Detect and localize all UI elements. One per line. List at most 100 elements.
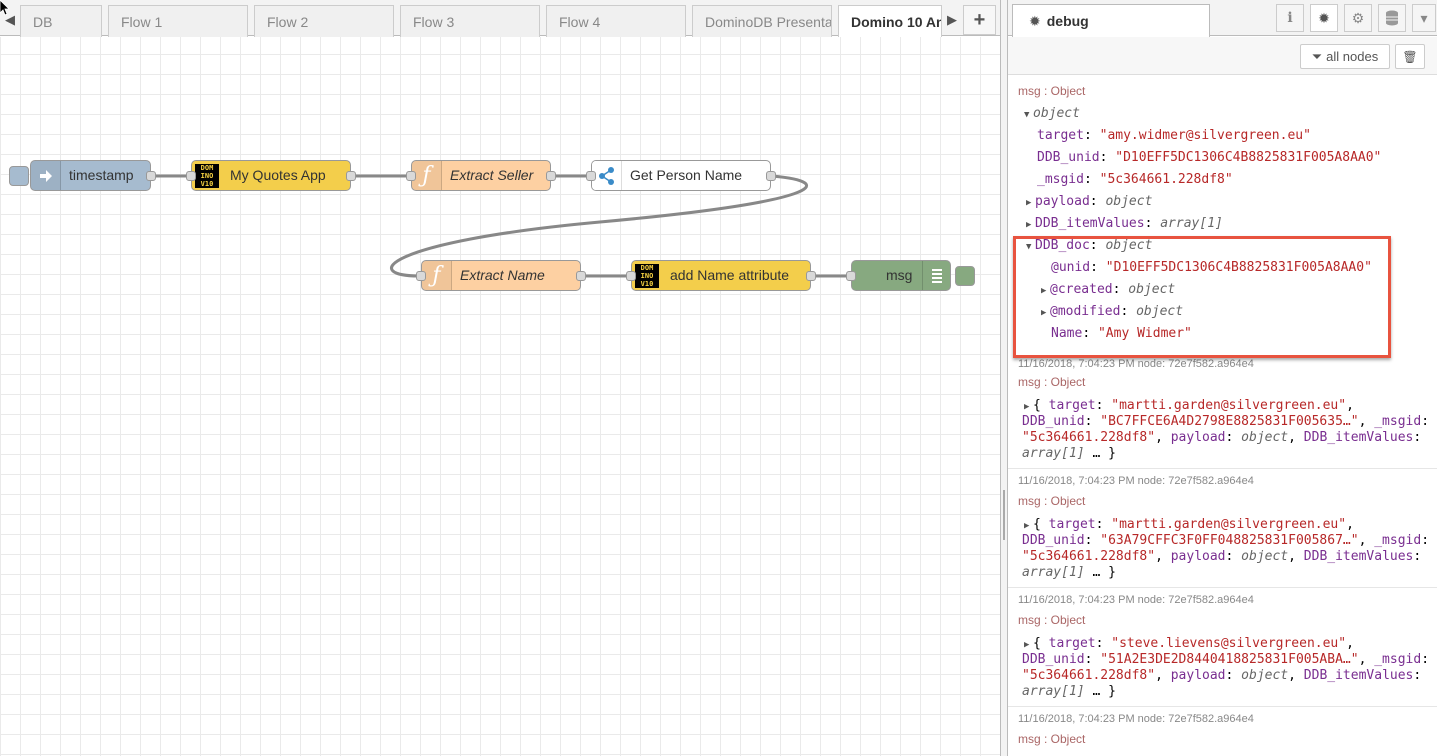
workspace-tab-bar: ◀ DB Flow 1 Flow 2 Flow 3 Flow 4 DominoD… (0, 0, 1000, 37)
message-preview-line: "5c364661.228df8", payload: object, DDB_… (1022, 549, 1422, 564)
debug-message: 11/16/2018, 7:04:23 PM node: 72e7f582.a9… (1008, 588, 1437, 707)
database-icon[interactable] (1378, 4, 1406, 32)
clear-messages-button[interactable]: 🗑 (1395, 44, 1425, 69)
input-port[interactable] (846, 271, 856, 281)
filter-label: all nodes (1326, 49, 1379, 64)
tree-node-ddb-itemvalues[interactable]: ▶DDB_itemValues: array[1] (1026, 216, 1223, 231)
tab-label: Flow 1 (121, 14, 163, 30)
tab-flow-4[interactable]: Flow 4 (546, 5, 686, 37)
tab-label: Flow 2 (267, 14, 309, 30)
message-preview[interactable]: ▶{ target: "martti.garden@silvergreen.eu… (1024, 398, 1354, 413)
message-meta: 11/16/2018, 7:04:23 PM node: 72e7f582.a9… (1018, 594, 1254, 606)
tab-flow-3[interactable]: Flow 3 (400, 5, 540, 37)
add-flow-button[interactable]: + (963, 5, 996, 35)
message-topic[interactable]: msg : Object (1018, 84, 1086, 98)
chevron-down-icon[interactable]: ▾ (1412, 4, 1436, 32)
gear-icon[interactable]: ⚙ (1344, 4, 1372, 32)
input-port[interactable] (416, 271, 426, 281)
caret-right-icon: ▶ (1041, 308, 1047, 318)
message-preview-line: array[1] … } (1022, 446, 1116, 461)
trash-icon: 🗑 (1402, 49, 1418, 64)
tab-debug[interactable]: ✹debug (1012, 4, 1210, 37)
tree-node-root[interactable]: ▼object (1024, 106, 1080, 121)
bug-icon[interactable]: ✹ (1310, 4, 1338, 32)
filter-icon: ⏷ (1311, 48, 1323, 64)
network-icon (592, 161, 622, 190)
input-port[interactable] (186, 171, 196, 181)
caret-down-icon: ▼ (1026, 242, 1032, 252)
tab-label: Flow 4 (559, 14, 601, 30)
scroll-tabs-right-button[interactable]: ▶ (942, 5, 962, 35)
tree-prop-name: Name: "Amy Widmer" (1051, 326, 1192, 341)
wire (390, 174, 809, 278)
caret-right-icon: ▶ (1024, 521, 1030, 531)
message-topic[interactable]: msg : Object (1018, 375, 1086, 389)
tree-prop-target: target: "amy.widmer@silvergreen.eu" (1037, 128, 1311, 143)
tree-prop-ddb-unid: DDB_unid: "D10EFF5DC1306C4B8825831F005A8… (1037, 150, 1382, 165)
input-port[interactable] (586, 171, 596, 181)
node-timestamp[interactable]: timestamp (30, 160, 156, 191)
output-port[interactable] (346, 171, 356, 181)
input-port[interactable] (406, 171, 416, 181)
list-icon (922, 261, 950, 290)
function-icon: ƒ (422, 261, 452, 290)
caret-right-icon: ▶ (1024, 402, 1030, 412)
tab-flow-2[interactable]: Flow 2 (254, 5, 394, 37)
node-label: My Quotes App (230, 167, 326, 183)
debug-message: 11/16/2018, 7:04:23 PM node: 72e7f582.a9… (1008, 356, 1437, 469)
message-preview[interactable]: ▶{ target: "martti.garden@silvergreen.eu… (1024, 517, 1354, 532)
node-extract-seller[interactable]: ƒ Extract Seller (406, 160, 556, 191)
plus-icon: + (973, 8, 986, 31)
caret-right-icon: ▶ (1041, 286, 1047, 296)
debug-message: 11/16/2018, 7:04:23 PM node: 72e7f582.a9… (1008, 707, 1437, 756)
tab-label: DB (33, 14, 53, 30)
info-icon[interactable]: i (1276, 4, 1304, 32)
tab-db[interactable]: DB (20, 5, 102, 37)
tree-node-payload[interactable]: ▶payload: object (1026, 194, 1153, 209)
output-port[interactable] (576, 271, 586, 281)
output-port[interactable] (546, 171, 556, 181)
message-preview-line: DDB_unid: "BC7FFCE6A4D2798E8825831F00563… (1022, 414, 1430, 429)
tree-node-ddb-doc[interactable]: ▼DDB_doc: object (1026, 238, 1153, 253)
message-topic[interactable]: msg : Object (1018, 732, 1086, 746)
filter-all-nodes-button[interactable]: ⏷all nodes (1300, 44, 1390, 69)
sidebar-tab-bar: ✹debug i ✹ ⚙ ▾ (1008, 0, 1437, 37)
tab-domino-10[interactable]: Domino 10 An (838, 5, 942, 37)
splitter-grip[interactable] (1003, 490, 1005, 540)
tab-flow-1[interactable]: Flow 1 (108, 5, 248, 37)
message-preview[interactable]: ▶{ target: "steve.lievens@silvergreen.eu… (1024, 636, 1354, 651)
node-get-person-name[interactable]: Get Person Name (586, 160, 776, 191)
output-port[interactable] (146, 171, 156, 181)
message-topic[interactable]: msg : Object (1018, 494, 1086, 508)
tree-node-modified[interactable]: ▶@modified: object (1041, 304, 1184, 319)
chevron-left-icon: ◀ (5, 12, 15, 27)
debug-toolbar: ⏷all nodes 🗑 (1008, 37, 1437, 75)
inject-trigger-button[interactable] (9, 166, 29, 186)
node-label: msg (886, 267, 913, 283)
output-port[interactable] (806, 271, 816, 281)
caret-right-icon: ▶ (1026, 198, 1032, 208)
debug-toggle-button[interactable] (955, 266, 975, 286)
tab-label: Flow 3 (413, 14, 455, 30)
caret-right-icon: ▶ (1024, 640, 1030, 650)
debug-message-list[interactable]: msg : Object ▼object target: "amy.widmer… (1008, 76, 1437, 756)
tab-dominodb-presentation[interactable]: DominoDB Presentation (692, 5, 832, 37)
tab-label: Domino 10 An (851, 14, 942, 30)
node-extract-name[interactable]: ƒ Extract Name (416, 260, 586, 291)
mouse-cursor-icon (0, 0, 10, 16)
caret-down-icon: ▼ (1024, 110, 1030, 120)
message-topic[interactable]: msg : Object (1018, 613, 1086, 627)
output-port[interactable] (766, 171, 776, 181)
debug-message: msg : Object ▼object target: "amy.widmer… (1008, 76, 1437, 363)
message-preview-line: array[1] … } (1022, 684, 1116, 699)
node-msg-debug[interactable]: msg (846, 260, 951, 291)
sidebar-splitter[interactable] (1000, 0, 1008, 756)
input-port[interactable] (626, 271, 636, 281)
message-preview-line: DDB_unid: "63A79CFFC3F0FF048825831F00586… (1022, 533, 1430, 548)
tree-node-created[interactable]: ▶@created: object (1041, 282, 1176, 297)
